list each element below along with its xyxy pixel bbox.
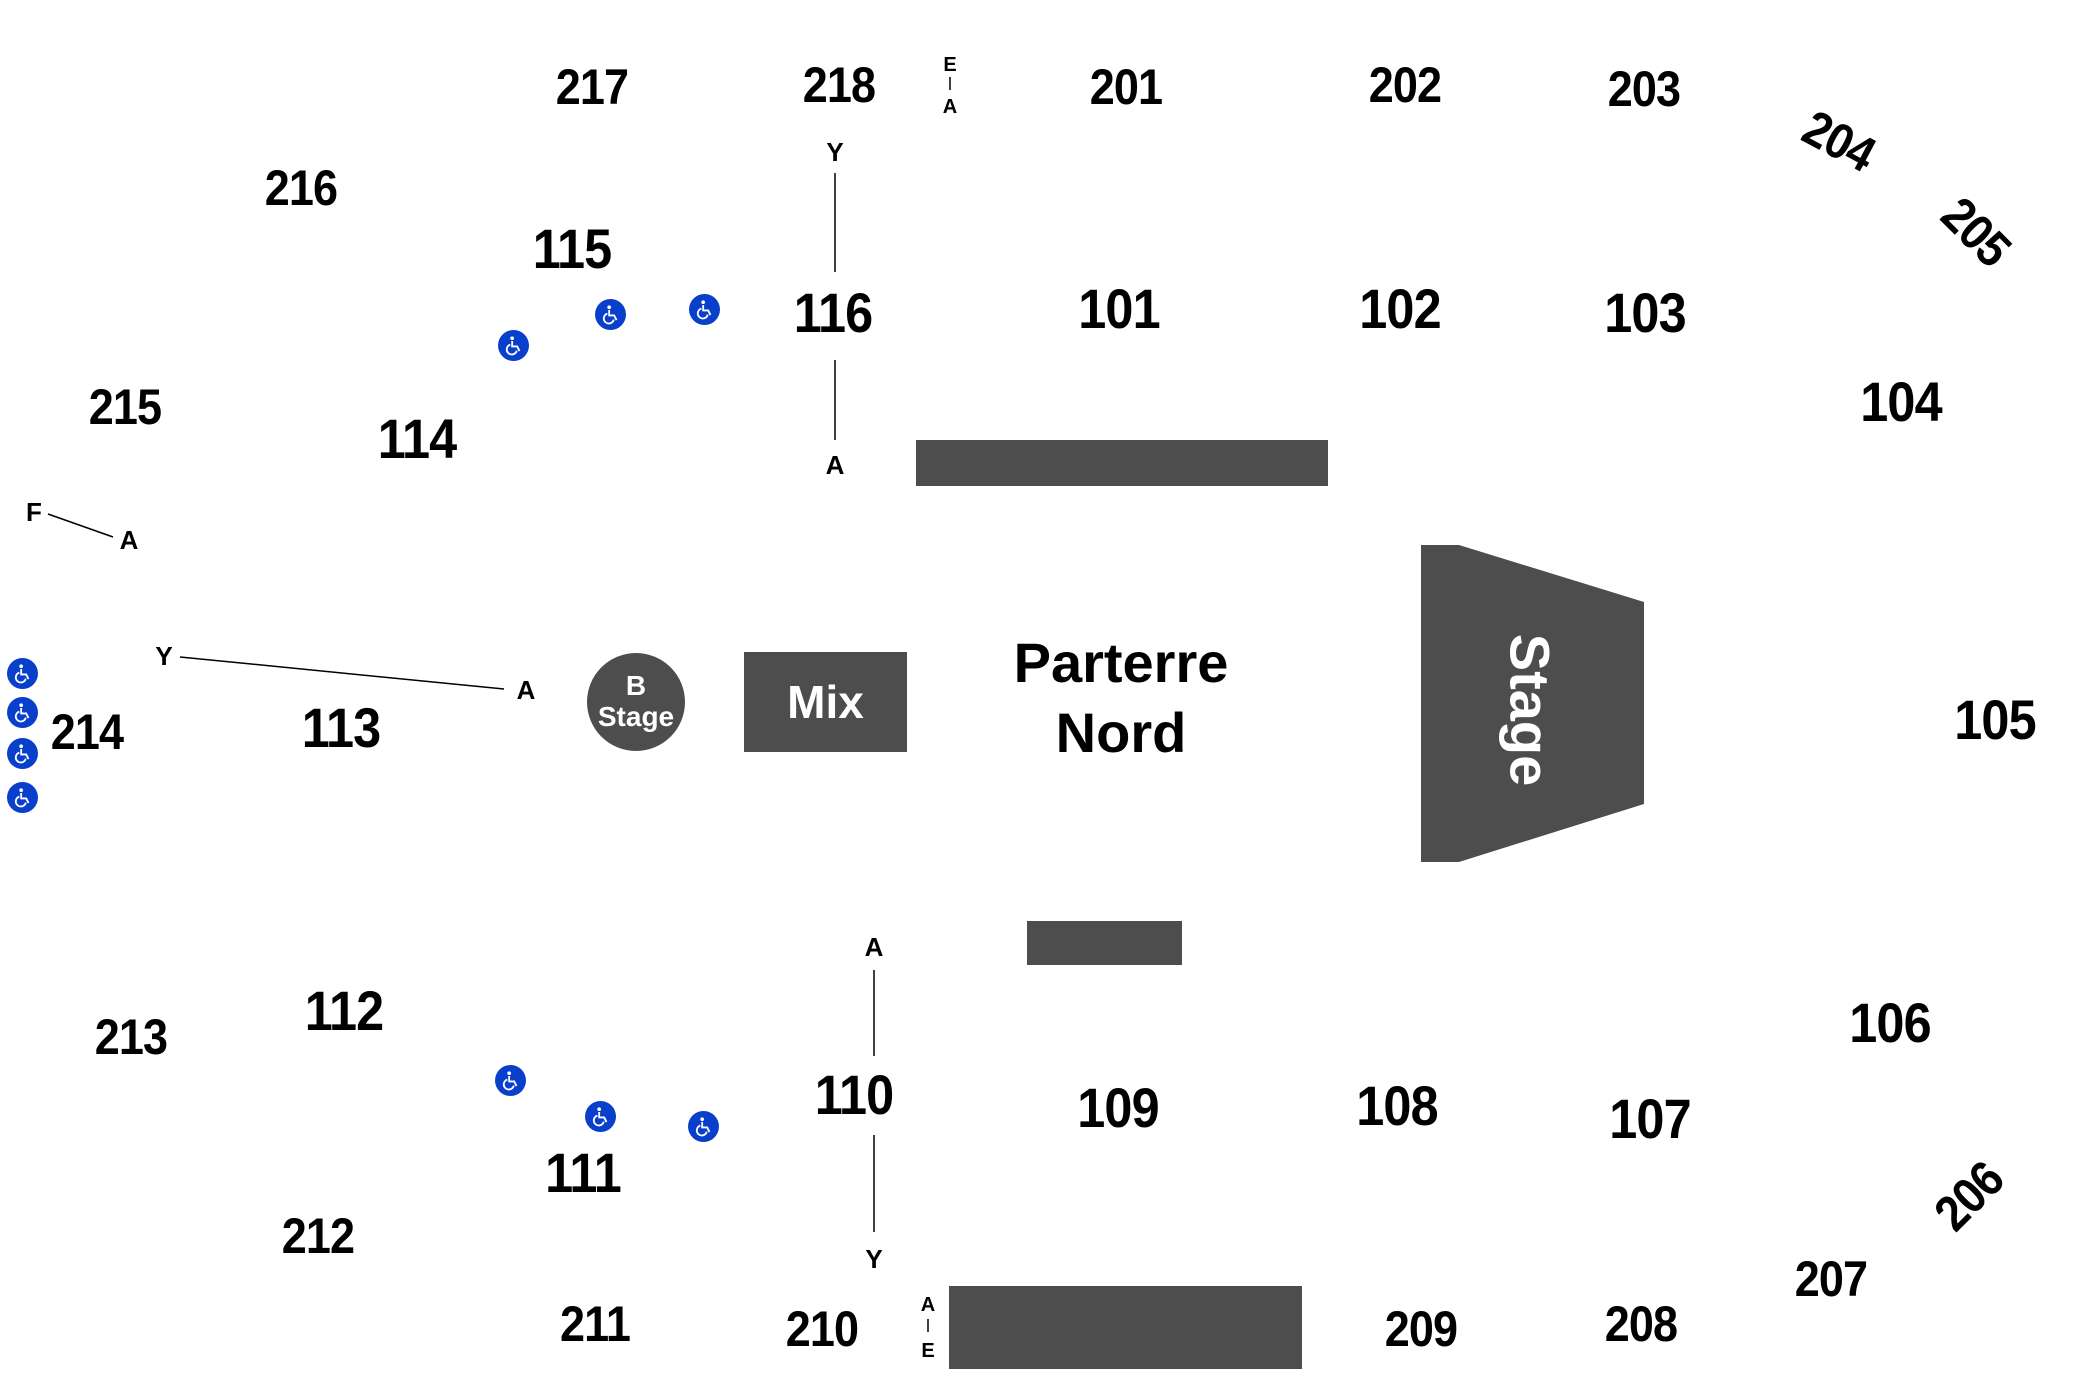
b-stage[interactable]: B Stage <box>587 653 685 751</box>
section-215[interactable]: 215 <box>88 379 162 435</box>
section-parterre-nord[interactable]: Parterre Nord <box>1014 628 1229 768</box>
row-line-215 <box>47 513 114 538</box>
section-112[interactable]: 112 <box>304 979 385 1042</box>
section-218[interactable]: 218 <box>802 57 876 113</box>
wheelchair-icon[interactable] <box>7 782 38 813</box>
b-stage-label-line2: Stage <box>597 701 675 732</box>
wheelchair-glyph <box>505 335 520 355</box>
section-102[interactable]: 102 <box>1359 277 1441 340</box>
section-213[interactable]: 213 <box>94 1009 168 1065</box>
wheelchair-icon[interactable] <box>688 1111 719 1142</box>
row-marker-110-y: Y <box>865 1244 883 1274</box>
wheelchair-icon[interactable] <box>595 299 626 330</box>
section-210[interactable]: 210 <box>785 1301 859 1357</box>
section-116[interactable]: 116 <box>793 281 874 344</box>
wheelchair-glyph <box>502 1070 517 1090</box>
stage-label: Stage <box>1498 633 1562 787</box>
wheelchair-glyph <box>14 743 29 763</box>
row-marker-209-e: E <box>921 1340 935 1362</box>
section-209[interactable]: 209 <box>1384 1301 1458 1357</box>
wheelchair-glyph <box>602 304 617 324</box>
section-217[interactable]: 217 <box>555 59 629 115</box>
section-108[interactable]: 108 <box>1356 1074 1438 1137</box>
main-stage[interactable] <box>1421 545 1644 862</box>
section-113[interactable]: 113 <box>301 696 382 759</box>
section-101[interactable]: 101 <box>1078 277 1160 340</box>
floor-riser-top <box>916 440 1328 486</box>
wheelchair-glyph <box>14 663 29 683</box>
section-110[interactable]: 110 <box>814 1063 895 1126</box>
b-stage-label-line1: B <box>625 670 647 702</box>
wheelchair-glyph <box>695 1116 710 1136</box>
row-marker-201-a: A <box>942 96 958 118</box>
section-211[interactable]: 211 <box>560 1296 631 1352</box>
wheelchair-glyph <box>696 299 711 319</box>
wheelchair-glyph <box>14 787 29 807</box>
section-216[interactable]: 216 <box>264 160 338 216</box>
mix-label: Mix <box>787 676 864 728</box>
section-106[interactable]: 106 <box>1849 991 1931 1054</box>
section-109[interactable]: 109 <box>1077 1076 1159 1139</box>
section-201[interactable]: 201 <box>1089 59 1163 115</box>
parterre-label-line2: Nord <box>1055 701 1187 764</box>
row-marker-110-a: A <box>864 932 884 962</box>
section-107[interactable]: 107 <box>1609 1087 1691 1150</box>
floor-riser-middle <box>1027 921 1182 965</box>
wheelchair-icon[interactable] <box>498 330 529 361</box>
row-marker-113-y: Y <box>155 641 173 671</box>
section-214[interactable]: 214 <box>50 704 124 760</box>
wheelchair-glyph <box>14 702 29 722</box>
section-111[interactable]: 111 <box>545 1141 622 1204</box>
wheelchair-icon[interactable] <box>689 294 720 325</box>
wheelchair-icon[interactable] <box>495 1065 526 1096</box>
row-marker-116-y: Y <box>826 137 844 167</box>
row-marker-201-e: E <box>943 54 957 76</box>
parterre-label-line1: Parterre <box>1013 631 1229 694</box>
section-103[interactable]: 103 <box>1604 281 1686 344</box>
row-marker-215-a: A <box>119 525 139 555</box>
floor-riser-bottom <box>949 1286 1302 1369</box>
row-marker-209-a: A <box>920 1294 936 1316</box>
section-104[interactable]: 104 <box>1860 370 1942 433</box>
section-115[interactable]: 115 <box>532 217 613 280</box>
row-line-113 <box>179 656 505 690</box>
wheelchair-icon[interactable] <box>585 1101 616 1132</box>
section-208[interactable]: 208 <box>1604 1296 1678 1352</box>
row-marker-113-a: A <box>516 675 536 705</box>
wheelchair-icon[interactable] <box>7 738 38 769</box>
row-marker-116-a: A <box>825 450 845 480</box>
row-marker-215-f: F <box>26 497 42 527</box>
section-105[interactable]: 105 <box>1954 688 2036 751</box>
mix-position[interactable]: Mix <box>744 652 907 752</box>
section-207[interactable]: 207 <box>1794 1251 1868 1307</box>
section-212[interactable]: 212 <box>281 1208 355 1264</box>
wheelchair-glyph <box>592 1106 607 1126</box>
section-203[interactable]: 203 <box>1607 61 1681 117</box>
section-114[interactable]: 114 <box>377 407 458 470</box>
wheelchair-icon[interactable] <box>7 658 38 689</box>
section-202[interactable]: 202 <box>1368 57 1442 113</box>
wheelchair-icon[interactable] <box>7 697 38 728</box>
